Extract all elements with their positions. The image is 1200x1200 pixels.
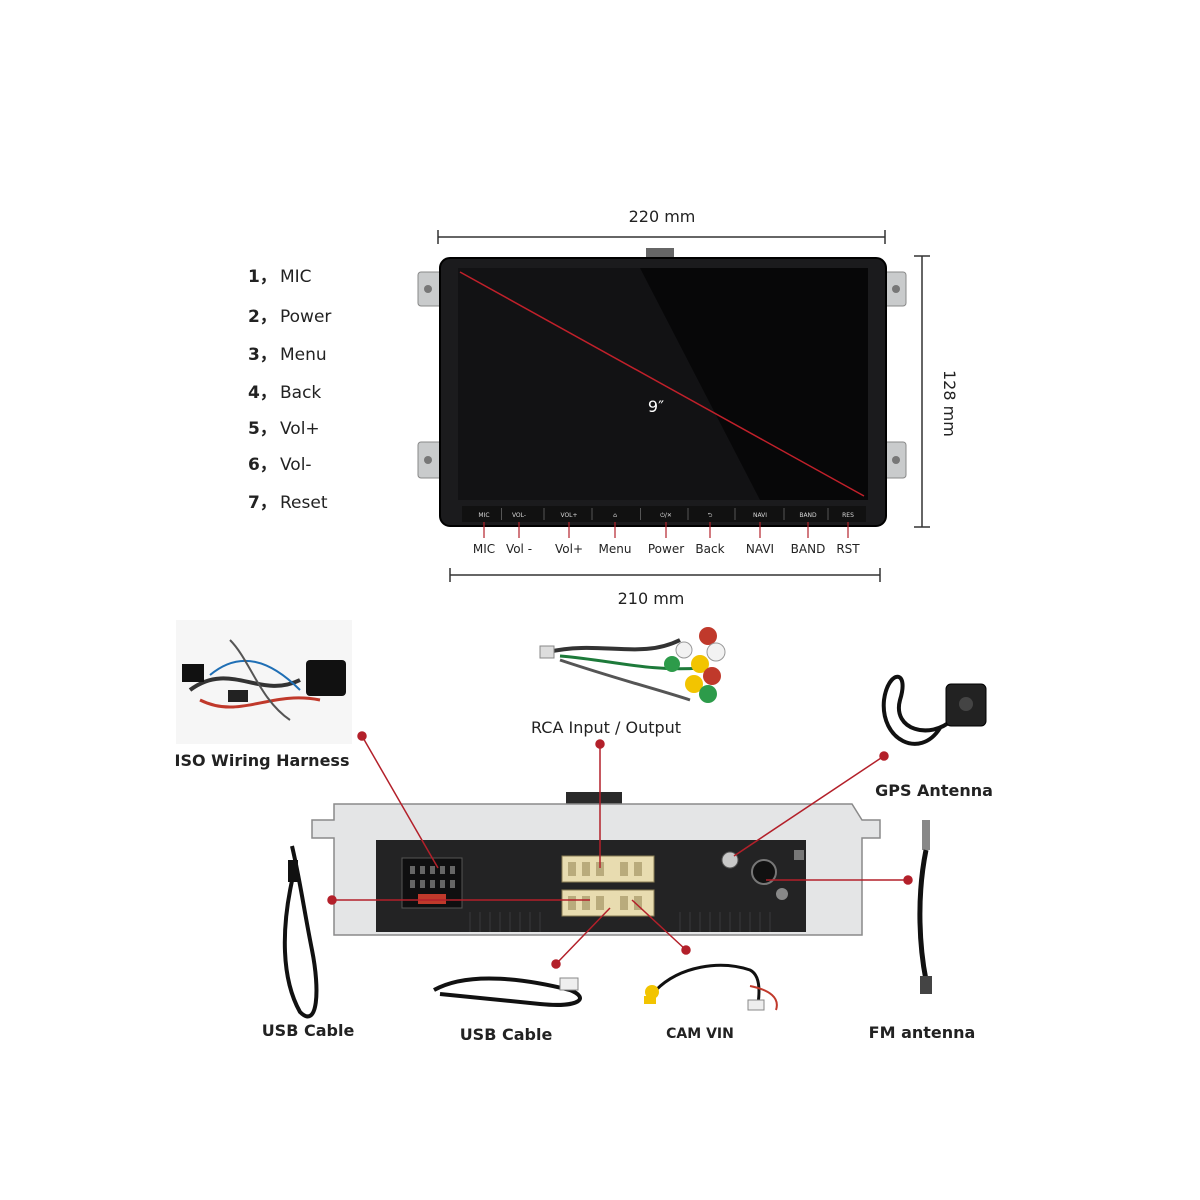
legend-item-reset: 7，Reset: [248, 488, 328, 513]
legend-number: 3，: [248, 345, 277, 365]
bezel-button: ⏻/✕: [660, 512, 672, 519]
iso-harness-label: ISO Wiring Harness: [175, 751, 350, 770]
button-label: Back: [695, 542, 724, 556]
bezel-button: ⌂: [613, 512, 617, 519]
cam-vin-label: CAM VIN: [666, 1026, 734, 1042]
iso-callout: [361, 735, 439, 869]
head-unit-rear: [311, 792, 881, 936]
legend-number: 5，: [248, 419, 277, 439]
gps-antenna-illustration: [881, 674, 987, 746]
legend-item-vol-: 5，Vol+: [248, 414, 320, 439]
bezel-button: NAVI: [753, 512, 767, 519]
legend-label: Vol+: [280, 419, 320, 439]
button-strip: [462, 506, 866, 522]
width-dimension-bottom: 210 mm: [449, 568, 881, 608]
legend-number: 7，: [248, 493, 277, 513]
legend-number: 6，: [248, 455, 277, 475]
usb-socket: [418, 894, 446, 904]
cam-vin-illustration: [644, 963, 778, 1011]
callouts: [327, 731, 913, 969]
usb-cable-left-illustration: [282, 845, 319, 1019]
gps-callout: [733, 755, 885, 857]
button-label: RST: [836, 542, 860, 556]
legend-label: Back: [280, 383, 322, 403]
bezel-button: BAND: [799, 512, 817, 519]
cam-callout: [631, 899, 687, 951]
fm-socket: [751, 859, 777, 885]
screen-diagonal: [459, 271, 865, 497]
bezel-button: MIC: [478, 512, 489, 519]
fm-antenna-illustration: [917, 820, 932, 994]
height-label: 128 mm: [940, 370, 959, 437]
rca-label: RCA Input / Output: [531, 718, 681, 737]
iso-harness-illustration: [176, 620, 352, 744]
legend-label: Menu: [280, 345, 327, 365]
bezel-button: ⮌: [708, 512, 713, 519]
legend-item-menu: 3，Menu: [248, 340, 327, 365]
button-label: NAVI: [746, 542, 774, 556]
rca-cable-illustration: [539, 627, 726, 703]
height-dimension: 128 mm: [914, 255, 959, 528]
legend-label: Power: [280, 307, 332, 327]
legend-label: Reset: [280, 493, 328, 513]
legend-number: 2，: [248, 307, 277, 327]
button-label: Vol+: [555, 542, 583, 556]
bezel-button: RES: [842, 512, 854, 519]
usb-cable-mid-illustration: [433, 976, 583, 1007]
fm-label: FM antenna: [869, 1023, 976, 1042]
button-label: Menu: [599, 542, 632, 556]
legend-item-back: 4，Back: [248, 378, 321, 403]
button-label: MIC: [473, 542, 495, 556]
bezel-buttons: MIC VOL- VOL+ ⌂ ⏻/✕ ⮌ NAVI BAND RES: [478, 508, 854, 520]
legend-number: 1，: [248, 267, 277, 287]
button-label: Power: [648, 542, 684, 556]
usb-mid-callout: [555, 907, 611, 965]
button-label: Vol -: [506, 542, 532, 556]
width-label: 220 mm: [629, 207, 696, 226]
legend-item-power: 2，Power: [248, 302, 331, 327]
legend-label: MIC: [280, 267, 312, 287]
button-label: BAND: [791, 542, 826, 556]
usb-cable-mid-label: USB Cable: [460, 1025, 553, 1044]
head-unit-front: 9″: [417, 248, 907, 527]
button-labels: MIC Vol - Vol+ Menu Power Back NAVI BAND RST: [473, 522, 860, 556]
usb-cable-left-label: USB Cable: [262, 1021, 355, 1040]
bezel-button: VOL+: [560, 512, 577, 519]
gps-label: GPS Antenna: [875, 781, 993, 800]
width-dimension-top: 220 mm: [437, 207, 886, 244]
bezel-button: VOL-: [512, 512, 526, 519]
legend-item-mic: 1，MIC: [248, 262, 312, 287]
bottom-width-label: 210 mm: [618, 589, 685, 608]
screen-size-label: 9″: [648, 397, 664, 416]
legend-label: Vol-: [280, 455, 312, 475]
legend-item-vol-: 6，Vol-: [248, 450, 312, 475]
legend-number: 4，: [248, 383, 277, 403]
